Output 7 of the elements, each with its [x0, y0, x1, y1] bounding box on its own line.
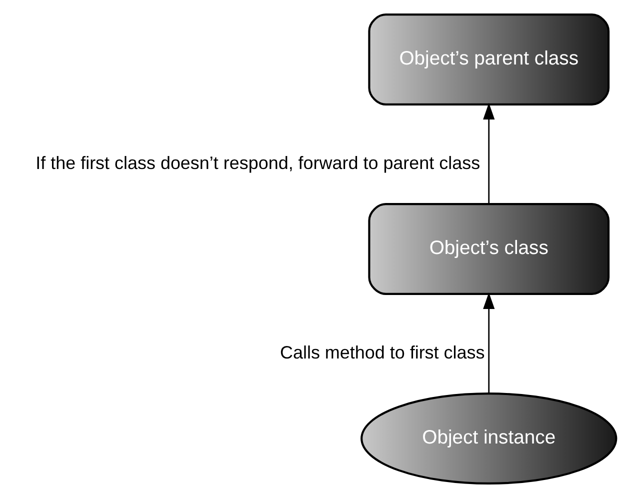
- edge-label: Calls method to first class: [280, 342, 485, 362]
- edge-label: If the first class doesn’t respond, forward to parent class: [36, 152, 480, 172]
- node-box: Object’s parent class: [368, 13, 610, 105]
- node-box: Object’s class: [368, 202, 610, 294]
- arrow: [483, 102, 495, 204]
- node-ellipse: Object instance: [360, 392, 618, 484]
- arrow: [483, 292, 495, 393]
